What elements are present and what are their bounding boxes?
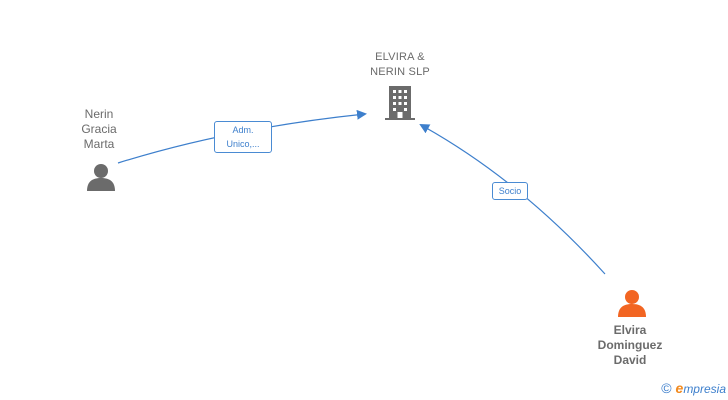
company-label[interactable]: ELVIRA & NERIN SLP	[370, 51, 430, 78]
person-icon[interactable]	[617, 289, 647, 322]
building-icon[interactable]	[385, 86, 415, 125]
brand-name: mpresia	[683, 382, 726, 396]
person-icon[interactable]	[86, 163, 116, 196]
person-label-elvira[interactable]: Elvira Dominguez David	[597, 323, 663, 367]
edge-label-socio[interactable]: Socio	[492, 182, 528, 200]
brand-initial: e	[675, 380, 684, 396]
empresia-logo[interactable]: © empresia	[661, 380, 726, 396]
copyright-icon: ©	[661, 380, 672, 396]
person-label-nerin[interactable]: Nerin Gracia Marta	[81, 107, 117, 151]
edge-label-admin[interactable]: Adm. Unico,...	[214, 121, 272, 153]
